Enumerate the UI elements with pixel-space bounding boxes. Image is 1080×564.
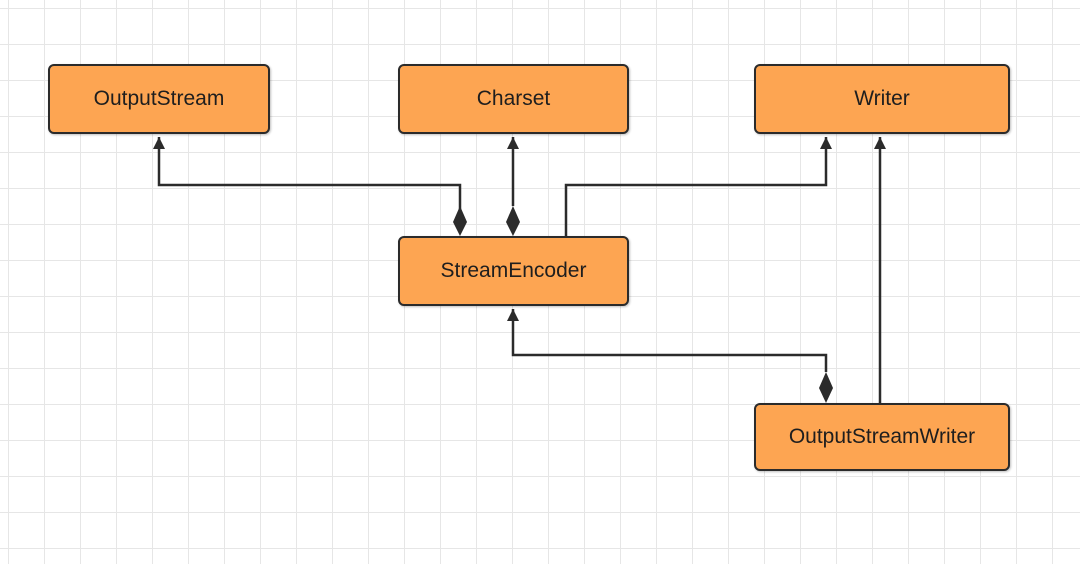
node-label: Charset <box>476 87 551 110</box>
edge-streamencoder-charset <box>506 137 520 236</box>
composition-diamond-icon <box>453 206 467 236</box>
node-outputstream[interactable]: OutputStream <box>48 64 270 134</box>
node-charset[interactable]: Charset <box>398 64 629 134</box>
composition-diamond-icon <box>819 372 833 403</box>
node-label: Writer <box>854 87 910 110</box>
composition-diamond-icon <box>506 206 520 236</box>
node-outputstreamwriter[interactable]: OutputStreamWriter <box>754 403 1010 471</box>
edge-osw-streamencoder <box>507 309 833 403</box>
node-label: OutputStreamWriter <box>788 425 976 448</box>
node-label: StreamEncoder <box>440 259 587 282</box>
node-label: OutputStream <box>93 87 225 110</box>
node-streamencoder[interactable]: StreamEncoder <box>398 236 629 306</box>
edge-streamencoder-writer <box>564 137 832 236</box>
node-writer[interactable]: Writer <box>754 64 1010 134</box>
edge-streamencoder-outputstream <box>153 137 467 236</box>
